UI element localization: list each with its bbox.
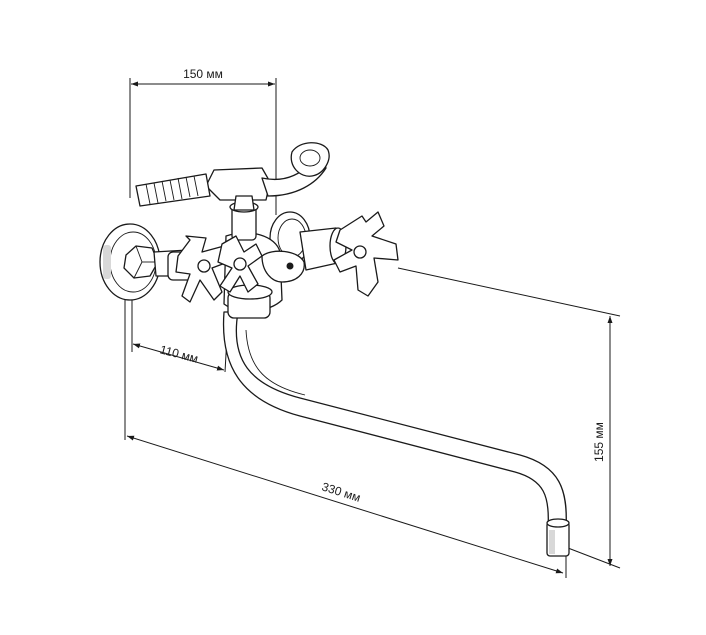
left-cross-handle <box>167 235 229 303</box>
dimension-150mm-label: 150 мм <box>183 67 223 81</box>
faucet-body <box>99 142 570 557</box>
shower-holder-cup <box>290 142 330 177</box>
dimension-110mm: 110 мм <box>131 300 229 373</box>
dimension-150mm: 150 мм <box>129 67 277 215</box>
dimension-330mm: 330 мм <box>124 300 567 578</box>
shower-hose <box>135 173 211 207</box>
shower-hose-connector <box>135 142 330 211</box>
right-cross-handle <box>299 211 399 297</box>
dimension-155mm-label: 155 мм <box>592 422 606 462</box>
dimension-155mm: 155 мм <box>397 267 621 569</box>
center-cross-handle <box>217 235 263 293</box>
dimension-330mm-label: 330 мм <box>320 480 362 505</box>
diverter-knob <box>261 250 305 283</box>
spout <box>222 311 570 557</box>
dimension-110mm-label: 110 мм <box>158 342 199 366</box>
